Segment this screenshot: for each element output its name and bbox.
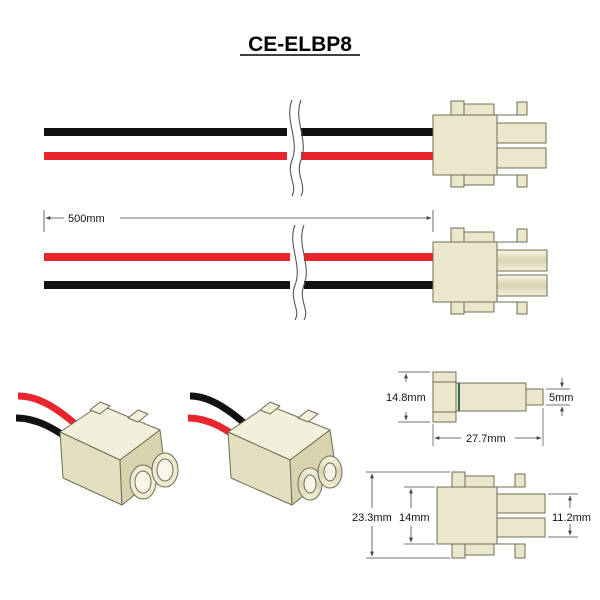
connector-side-view-bottom — [432, 227, 548, 315]
product-title: CE-ELBP8 — [248, 33, 352, 56]
length-dimension: 500mm — [43, 210, 434, 232]
pin-diameter-label: 5mm — [549, 392, 573, 404]
connector-height-label: 14.8mm — [386, 392, 426, 404]
cable-break-top — [287, 99, 304, 197]
body-height-label: 14mm — [399, 512, 430, 524]
overall-height-label: 23.3mm — [352, 512, 392, 524]
connector-front-view: 23.3mm 14mm 11.2mm — [352, 471, 591, 559]
pin-span-label: 11.2mm — [552, 512, 591, 524]
cable-break-bottom — [290, 224, 307, 321]
cable-length-label: 500mm — [68, 213, 105, 225]
connector-3d-view-right — [187, 392, 343, 506]
cable-assembly-top — [44, 99, 547, 197]
connector-3d-view-left — [15, 392, 179, 506]
connector-end-view: 14.8mm 5mm 27.7mm — [386, 371, 573, 446]
connector-side-view-top — [432, 100, 547, 188]
connector-length-label: 27.7mm — [466, 433, 506, 445]
cable-assembly-bottom — [44, 224, 548, 321]
